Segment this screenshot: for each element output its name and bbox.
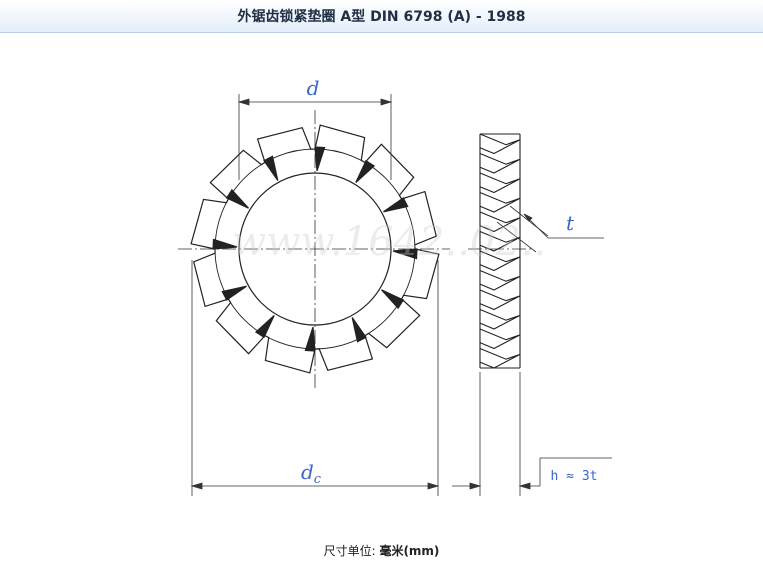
- side-tooth: [479, 230, 521, 252]
- dimension-t: [496, 205, 604, 253]
- tooth-mark: [314, 146, 326, 172]
- title-bar: 外锯齿锁紧垫圈 A型 DIN 6798 (A) - 1988: [0, 0, 763, 33]
- unit-note: 尺寸单位: 毫米(mm): [0, 542, 763, 559]
- side-tooth: [479, 152, 521, 174]
- side-tooth: [479, 133, 521, 155]
- side-tooth: [479, 172, 521, 194]
- unit-prefix: 尺寸单位:: [323, 544, 380, 558]
- side-tooth: [479, 328, 521, 350]
- tooth-mark: [355, 159, 376, 183]
- tooth-mark: [304, 326, 316, 352]
- label-d: d: [307, 76, 320, 100]
- dimension-dc: [190, 260, 440, 496]
- tooth-mark: [212, 238, 238, 250]
- washer-drawing: d dc t h ≈ 3t www.1642..02..: [178, 76, 612, 496]
- watermark: www.1642..02..: [232, 219, 546, 265]
- label-dc-sub: c: [314, 472, 322, 487]
- tooth-mark: [381, 289, 405, 310]
- label-dc: dc: [301, 460, 322, 487]
- tooth-mark: [383, 197, 409, 213]
- side-tooth: [479, 269, 521, 291]
- dimension-h: [452, 372, 612, 496]
- tooth-mark: [351, 317, 367, 343]
- label-t: t: [566, 211, 575, 235]
- tooth-mark: [221, 285, 247, 301]
- washer-side-view: [479, 133, 521, 369]
- side-tooth: [479, 347, 521, 369]
- label-h-formula: h ≈ 3t: [551, 469, 598, 484]
- side-tooth: [479, 250, 521, 272]
- washer-front-view: [190, 124, 440, 374]
- label-dc-base: d: [301, 460, 314, 484]
- side-tooth: [479, 308, 521, 330]
- dimension-d: [237, 94, 393, 180]
- side-view-teeth: [479, 133, 521, 369]
- washer-teeth-marks: [212, 146, 418, 352]
- unit-value: 毫米(mm): [379, 544, 440, 558]
- tooth-mark: [392, 248, 418, 260]
- side-tooth: [479, 211, 521, 233]
- tooth-mark: [225, 188, 249, 209]
- side-tooth: [479, 191, 521, 213]
- page-title: 外锯齿锁紧垫圈 A型 DIN 6798 (A) - 1988: [237, 9, 526, 25]
- side-tooth: [479, 289, 521, 311]
- tooth-mark: [263, 155, 279, 181]
- center-lines: [178, 110, 532, 390]
- washer-inner-circle: [238, 172, 392, 326]
- tooth-mark: [254, 315, 275, 339]
